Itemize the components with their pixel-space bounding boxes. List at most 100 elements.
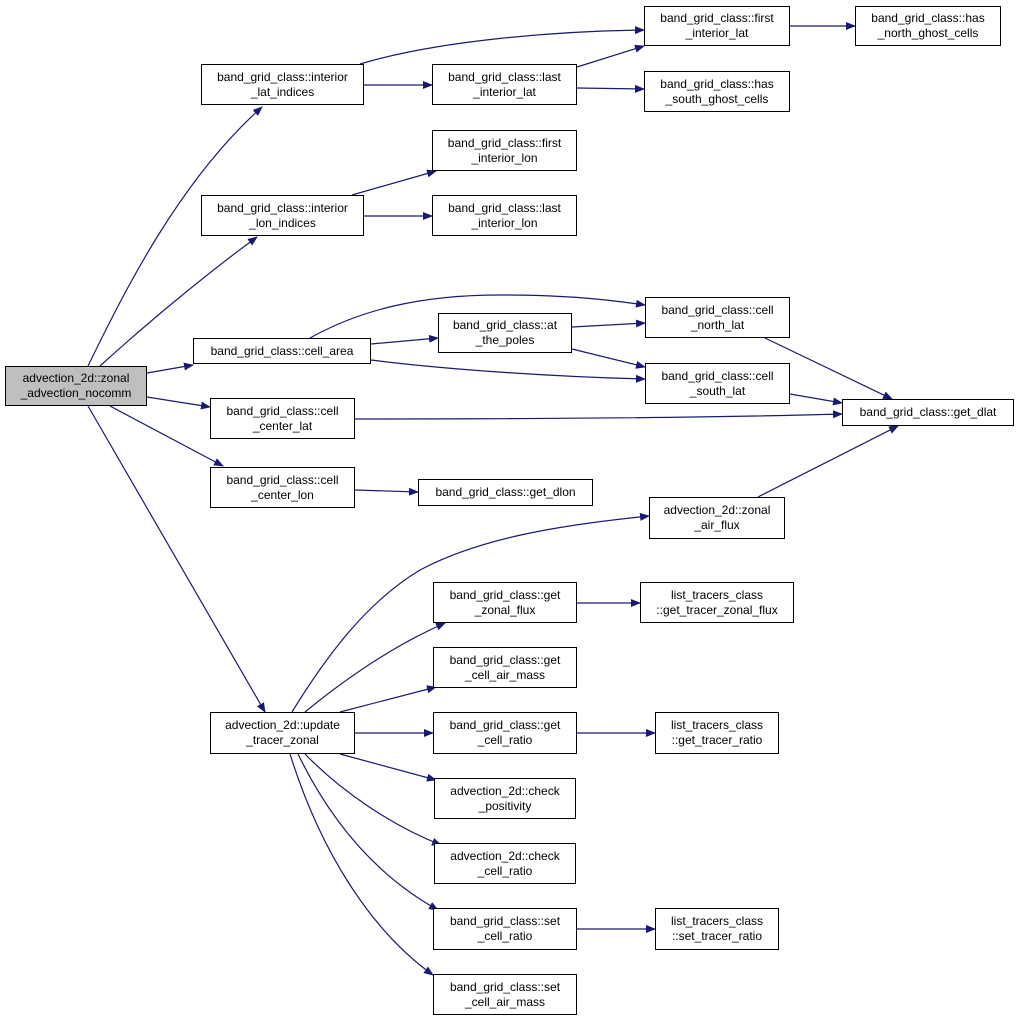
edge-cell-area-to-cell-north-lat — [309, 294, 646, 339]
edge-cell-area-to-at-the-poles — [370, 334, 439, 345]
node-label-line: _cell_air_mass — [464, 667, 546, 682]
node-label-line: advection_2d::check — [450, 848, 560, 863]
node-label-line: band_grid_class::first — [660, 11, 774, 25]
edge-update-tracer-zonal-to-get-zonal-flux — [304, 622, 446, 713]
node-get-dlat[interactable]: band_grid_class::get_dlat — [842, 399, 1014, 426]
node-zonal-advection-nocomm: advection_2d::zonal _advection_nocomm — [5, 366, 147, 406]
node-update-tracer-zonal[interactable]: advection_2d::update _tracer_zonal — [210, 712, 355, 754]
edge-interior-lat-indices-to-first-interior-lat — [359, 26, 645, 65]
node-cell-center-lat[interactable]: band_grid_class::cell _center_lat — [210, 398, 355, 439]
node-at-the-poles[interactable]: band_grid_class::at _the_poles — [438, 313, 572, 353]
node-label-line: _cell_ratio — [477, 733, 533, 747]
node-label-line: band_grid_class::last — [448, 69, 561, 84]
node-label-line: _air_flux — [694, 518, 740, 532]
node-cell-center-lon[interactable]: band_grid_class::cell _center_lon — [210, 467, 355, 508]
node-label-line: _zonal_flux — [474, 602, 536, 617]
edge-update-tracer-zonal-to-check-positivity — [339, 753, 437, 782]
node-get-dlon[interactable]: band_grid_class::get_dlon — [418, 479, 593, 506]
node-cell-north-lat[interactable]: band_grid_class::cell _north_lat — [645, 297, 790, 338]
node-get-tracer-ratio[interactable]: list_tracers_class ::get_tracer_ratio — [655, 712, 779, 754]
node-interior-lat-indices[interactable]: band_grid_class::interior _lat_indices — [201, 64, 364, 105]
edge-cell-center-lon-to-get-dlon — [354, 487, 419, 496]
node-get-cell-ratio[interactable]: band_grid_class::get _cell_ratio — [433, 712, 577, 754]
edge-root-to-cell-center-lon — [109, 405, 224, 467]
node-get-cell-air-mass[interactable]: band_grid_class::get _cell_air_mass — [433, 647, 577, 688]
node-label-line: _cell_ratio — [477, 929, 533, 943]
node-first-interior-lon[interactable]: band_grid_class::first _interior_lon — [432, 130, 577, 171]
node-label-line: band_grid_class::cell — [661, 302, 774, 317]
node-label-line: list_tracers_class — [670, 914, 764, 928]
node-label-line: _south_lat — [689, 383, 746, 398]
node-set-cell-air-mass[interactable]: band_grid_class::set _cell_air_mass — [433, 974, 577, 1015]
edge-cell-center-lat-to-get-dlat — [354, 410, 843, 420]
edge-root-to-interior-lat-indices — [87, 106, 263, 367]
edge-interior-lon-indices-to-first-interior-lon — [351, 169, 437, 196]
node-label-line: band_grid_class::interior — [217, 200, 348, 215]
node-set-cell-ratio[interactable]: band_grid_class::set _cell_ratio — [433, 908, 577, 950]
node-label-line: _lat_indices — [250, 84, 315, 99]
node-label-line: band_grid_class::cell — [226, 403, 339, 418]
node-label-line: band_grid_class::at — [452, 318, 558, 332]
node-label-line: band_grid_class::set — [449, 914, 561, 928]
node-set-tracer-ratio[interactable]: list_tracers_class ::set_tracer_ratio — [655, 908, 779, 950]
node-cell-area[interactable]: band_grid_class::cell_area — [193, 338, 371, 364]
node-interior-lon-indices[interactable]: band_grid_class::interior _lon_indices — [201, 195, 364, 236]
edge-cell-south-lat-to-get-dlat — [789, 393, 843, 406]
node-label-line: band_grid_class::has — [660, 76, 774, 91]
node-cell-south-lat[interactable]: band_grid_class::cell _south_lat — [645, 363, 790, 404]
node-label-line: band_grid_class::get — [449, 652, 561, 667]
node-label-line: _advection_nocomm — [20, 386, 132, 400]
node-label-line: _south_ghost_cells — [665, 91, 769, 106]
node-check-positivity[interactable]: advection_2d::check _positivity — [434, 778, 576, 819]
node-label-line: band_grid_class::last — [448, 200, 561, 215]
node-label-line: _positivity — [478, 798, 532, 813]
node-label-line: _north_lat — [690, 317, 745, 332]
node-label-line: advection_2d::check — [450, 783, 560, 798]
node-label-line: band_grid_class::get — [449, 718, 561, 732]
node-label-line: list_tracers_class — [670, 587, 764, 602]
node-zonal-air-flux[interactable]: advection_2d::zonal _air_flux — [649, 497, 785, 539]
node-label-line: _tracer_zonal — [246, 733, 319, 747]
edge-update-tracer-zonal-to-get-cell-air-mass — [339, 685, 437, 713]
edge-cell-north-lat-to-get-dlat — [764, 337, 893, 400]
edge-zonal-air-flux-to-get-dlat — [757, 425, 899, 498]
node-label-line: band_grid_class::has — [871, 11, 985, 25]
node-check-cell-ratio[interactable]: advection_2d::check _cell_ratio — [434, 843, 576, 884]
node-first-interior-lat[interactable]: band_grid_class::first _interior_lat — [644, 6, 790, 46]
edge-root-to-update-tracer-zonal — [87, 405, 266, 713]
node-last-interior-lat[interactable]: band_grid_class::last _interior_lat — [432, 64, 577, 105]
node-last-interior-lon[interactable]: band_grid_class::last _interior_lon — [432, 195, 577, 236]
node-get-tracer-zonal-flux[interactable]: list_tracers_class ::get_tracer_zonal_fl… — [640, 582, 794, 623]
edge-at-the-poles-to-cell-south-lat — [571, 348, 646, 369]
node-label-line: _cell_air_mass — [464, 994, 546, 1009]
node-label-line: _interior_lat — [685, 26, 749, 40]
node-has-south-ghost-cells[interactable]: band_grid_class::has _south_ghost_cells — [644, 71, 790, 112]
edge-last-interior-lat-to-first-interior-lat — [576, 44, 645, 68]
edge-update-tracer-zonal-to-zonal-air-flux — [291, 512, 650, 713]
node-label-line: advection_2d::zonal — [663, 503, 771, 517]
node-label-line: advection_2d::update — [225, 718, 340, 732]
node-get-zonal-flux[interactable]: band_grid_class::get _zonal_flux — [433, 582, 577, 623]
edge-last-interior-lat-to-has-south-ghost-cells — [576, 84, 645, 93]
node-label-line: _center_lon — [251, 487, 314, 502]
node-label-line: band_grid_class::first — [447, 135, 562, 150]
node-label-line: list_tracers_class — [670, 718, 764, 732]
node-label-line: _interior_lon — [471, 215, 538, 230]
node-label-line: band_grid_class::interior — [217, 69, 348, 84]
node-has-north-ghost-cells[interactable]: band_grid_class::has _north_ghost_cells — [855, 6, 1001, 46]
node-label-line: band_grid_class::get — [449, 587, 561, 602]
edge-update-tracer-zonal-to-set-cell-ratio — [297, 753, 439, 911]
node-label-line: band_grid_class::cell — [226, 472, 339, 487]
node-label-line: ::set_tracer_ratio — [671, 929, 763, 943]
node-label-line: _cell_ratio — [477, 863, 533, 878]
node-label-line: _interior_lon — [471, 150, 538, 165]
node-label-line: _center_lat — [252, 418, 313, 433]
node-label-line: _interior_lat — [473, 84, 536, 99]
node-label-line: _the_poles — [475, 333, 535, 347]
node-label-line: _lon_indices — [249, 215, 316, 230]
node-label-line: _north_ghost_cells — [877, 26, 979, 40]
edge-update-tracer-zonal-to-set-cell-air-mass — [289, 753, 434, 976]
node-label-line: band_grid_class::set — [449, 979, 561, 994]
node-label-line: band_grid_class::cell_area — [210, 343, 354, 358]
